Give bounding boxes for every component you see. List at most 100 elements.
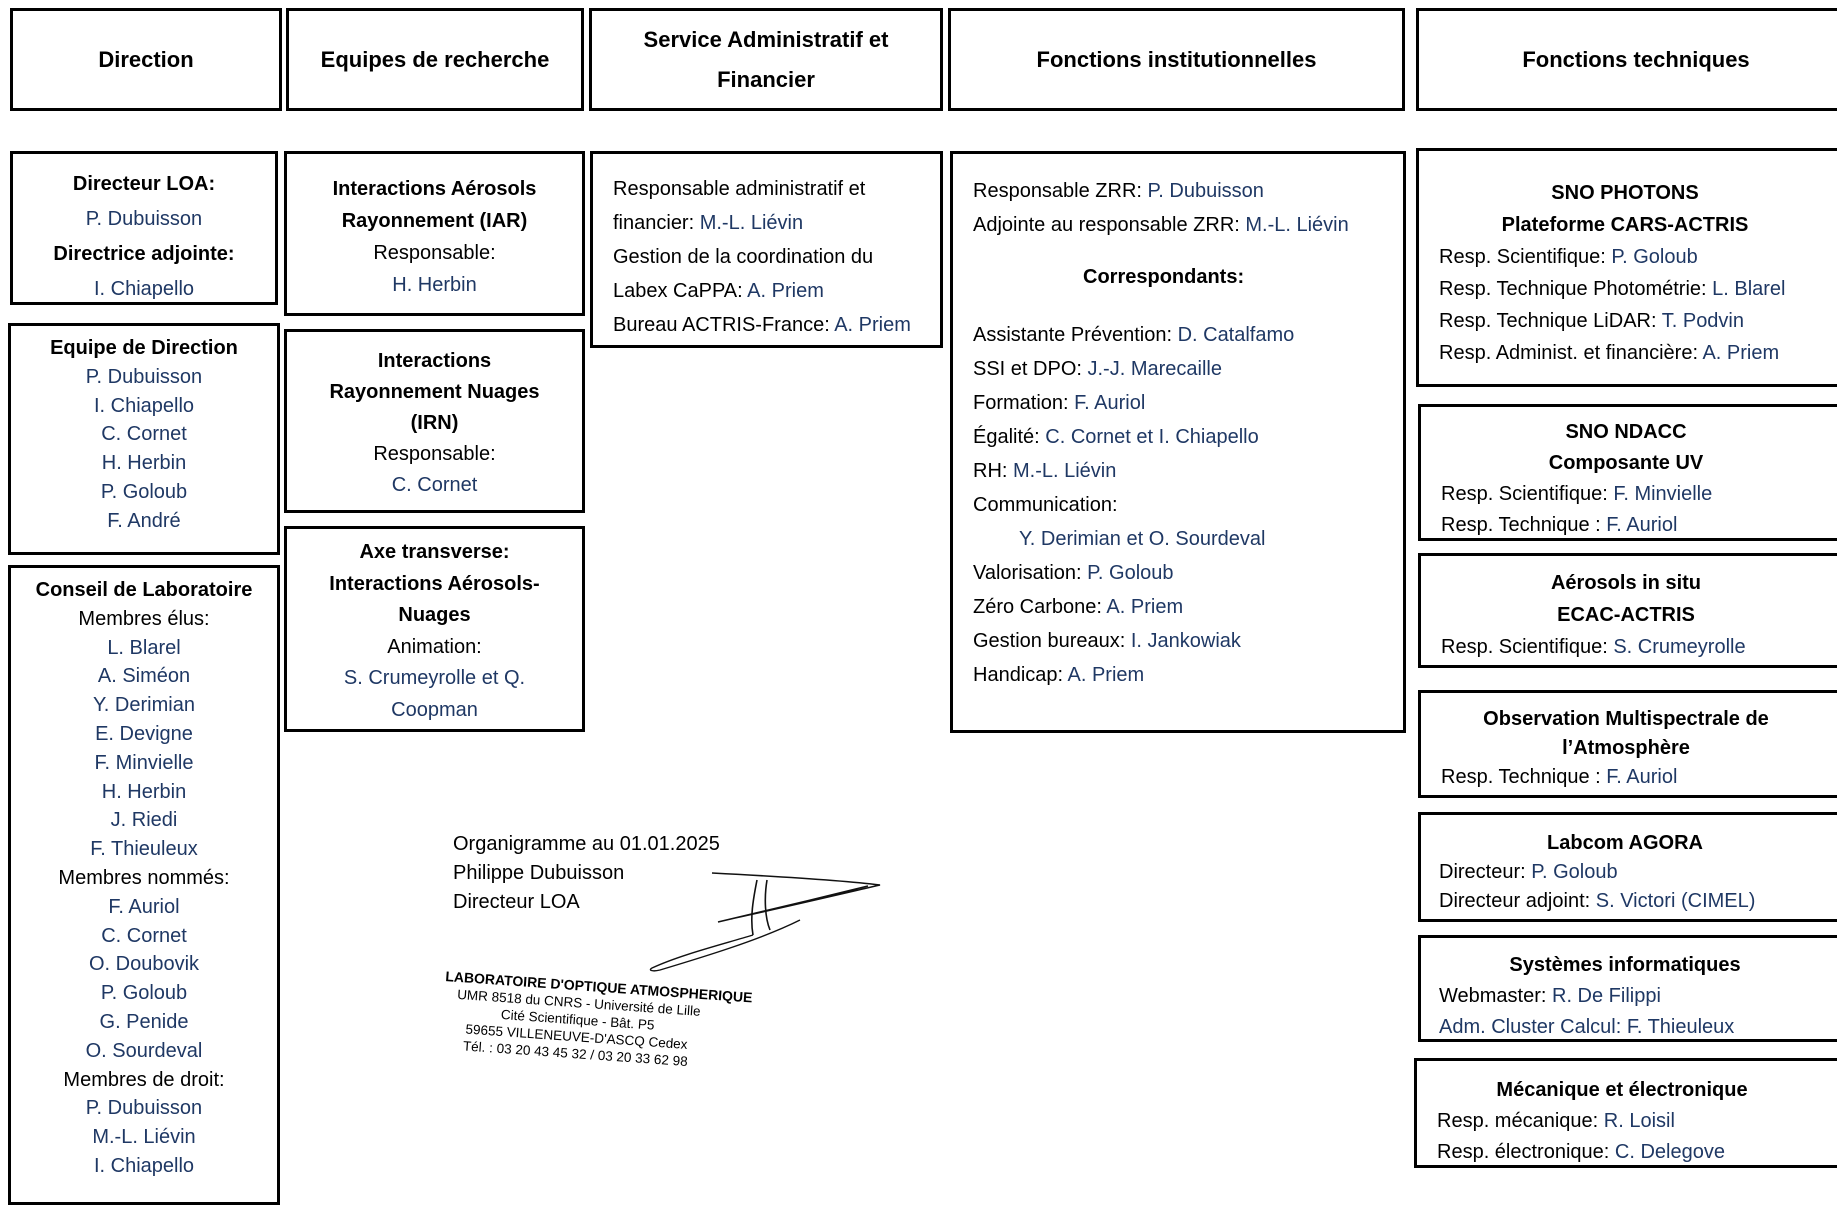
header-equipes: Equipes de recherche [286,8,584,111]
list-item: F. Auriol [108,895,180,918]
list-item: Assistante Prévention: D. Catalfamo [973,318,1403,352]
header-direction-label: Direction [98,46,194,72]
institutionnelles-box: Responsable ZRR: P. Dubuisson Adjointe a… [950,151,1406,733]
adjointe-name: I. Chiapello [93,278,195,300]
item-name: F. Auriol [1074,392,1146,414]
tech-aerosols-box: Aérosols in situ ECAC-ACTRIS Resp. Scien… [1418,553,1837,668]
item-label: Gestion bureaux: [973,630,1131,652]
elus-label: Membres élus: [78,607,210,630]
irn-title-line1: Interactions [377,350,492,372]
item-label: Resp. mécanique: [1437,1110,1604,1132]
axe-anim-label: Animation: [387,635,482,658]
list-item: I. Chiapello [93,394,195,417]
photons-title-line2: Plateforme CARS-ACTRIS [1501,214,1749,236]
item-label: Zéro Carbone: [973,596,1107,618]
saf-bureau-line: Bureau ACTRIS-France: A. Priem [613,308,940,342]
list-item: Égalité: C. Cornet et I. Chiapello [973,420,1403,454]
list-item: Resp. Administ. et financière: A. Priem [1439,337,1837,369]
iar-resp-name: H. Herbin [392,274,477,296]
list-item: F. Thieuleux [90,838,198,861]
list-item: Resp. électronique: C. Delegove [1437,1137,1837,1168]
iar-title-line1: Interactions Aérosols [332,178,537,200]
list-item: Y. Derimian et O. Sourdeval [973,522,1403,556]
irn-resp-name: C. Cornet [391,474,478,496]
list-item: J. Riedi [110,809,178,832]
item-label: Resp. Scientifique: [1441,636,1614,658]
list-item: P. Goloub [100,480,188,503]
header-techniques-label: Fonctions techniques [1522,46,1750,72]
item-label: Resp. Scientifique: [1439,246,1612,268]
zrr-adj-line: Adjointe au responsable ZRR: M.-L. Liévi… [973,208,1403,242]
item-label: Resp. Technique LiDAR: [1439,310,1662,332]
zrr-label: Responsable ZRR: [973,180,1148,202]
header-direction: Direction [10,8,282,111]
conseil-box: Conseil de Laboratoire Membres élus: L. … [8,565,280,1205]
saf-coord-name: A. Priem [747,280,824,302]
item-name: S. Crumeyrolle [1613,636,1746,658]
item-label: Webmaster: [1439,985,1552,1007]
equipe-direction-box: Equipe de Direction P. Dubuisson I. Chia… [8,323,280,555]
oma-title-line1: Observation Multispectrale de [1483,708,1769,730]
item-label: Directeur: [1439,861,1532,883]
saf-bureau-label: Bureau ACTRIS-France: [613,314,835,336]
aerosols-title-line2: ECAC-ACTRIS [1557,604,1695,626]
list-item: O. Sourdeval [85,1039,203,1062]
item-name: R. De Filippi [1552,985,1661,1007]
iar-title-line2: Rayonnement (IAR) [341,210,528,232]
list-item: Valorisation: P. Goloub [973,556,1403,590]
item-name: I. Jankowiak [1130,630,1241,652]
header-institutionnelles-label: Fonctions institutionnelles [1036,46,1317,72]
item-name: P. Goloub [1531,861,1618,883]
item-label: Resp. Technique Photométrie: [1439,278,1713,300]
item-label: SSI et DPO: [973,358,1088,380]
nommes-label: Membres nommés: [58,866,230,889]
tech-ndacc-box: SNO NDACC Composante UV Resp. Scientifiq… [1418,404,1837,541]
item-name: M.-L. Liévin [1013,460,1117,482]
item-name: T. Podvin [1661,310,1744,332]
zrr-name: P. Dubuisson [1147,180,1264,202]
ndacc-title-line1: SNO NDACC [1565,421,1687,443]
list-item: RH: M.-L. Liévin [973,454,1403,488]
correspondants-title: Correspondants: [1083,266,1245,288]
header-saf-line1: Service Administratif et [643,26,889,52]
item-label: Resp. Technique : [1441,514,1607,536]
list-item: I. Chiapello [93,1154,195,1177]
tech-photons-box: SNO PHOTONS Plateforme CARS-ACTRIS Resp.… [1416,148,1837,387]
directeur-name: P. Dubuisson [85,208,203,230]
saf-bureau-name: A. Priem [834,314,911,336]
list-item: Adm. Cluster Calcul: F. Thieuleux [1439,1012,1837,1043]
footer-note: Organigramme au 01.01.2025 Philippe Dubu… [453,830,720,917]
saf-resp-line1: Responsable administratif et [613,178,866,200]
list-item: Resp. Scientifique: F. Minvielle [1441,479,1837,510]
zrr-adj-label: Adjointe au responsable ZRR: [973,214,1246,236]
saf-coord-label: Labex CaPPA: [613,280,748,302]
list-item: G. Penide [99,1010,189,1033]
list-item: Directeur adjoint: S. Victori (CIMEL) [1439,887,1837,916]
item-name: Adm. Cluster Calcul: F. Thieuleux [1439,1016,1735,1038]
saf-resp-line2: financier: M.-L. Liévin [613,206,940,240]
list-item: Communication: [973,488,1403,522]
item-label: Égalité: [973,426,1046,448]
list-item: C. Cornet [101,924,187,947]
item-label: Handicap: [973,664,1068,686]
axe-title-line3: Nuages [398,604,471,626]
tech-meca-box: Mécanique et électronique Resp. mécaniqu… [1414,1058,1837,1168]
item-name: D. Catalfamo [1177,324,1295,346]
item-name: A. Priem [1067,664,1145,686]
saf-coord-line2: Labex CaPPA: A. Priem [613,274,940,308]
item-name: L. Blarel [1712,278,1786,300]
list-item: H. Herbin [101,452,187,475]
item-name: A. Priem [1702,342,1780,364]
list-item: P. Goloub [100,982,188,1005]
irn-resp-label: Responsable: [373,443,496,465]
zrr-adj-name: M.-L. Liévin [1245,214,1349,236]
item-label: Valorisation: [973,562,1088,584]
axe-title-line2: Interactions Aérosols- [329,572,540,595]
saf-coord-line1: Gestion de la coordination du [613,246,874,268]
tech-agora-box: Labcom AGORA Directeur: P. Goloub Direct… [1418,812,1837,922]
list-item: M.-L. Liévin [92,1126,196,1149]
droit-label: Membres de droit: [63,1068,225,1091]
item-name: Y. Derimian et O. Sourdeval [1019,528,1266,550]
list-item: F. André [107,509,181,532]
item-name: A. Priem [1106,596,1184,618]
